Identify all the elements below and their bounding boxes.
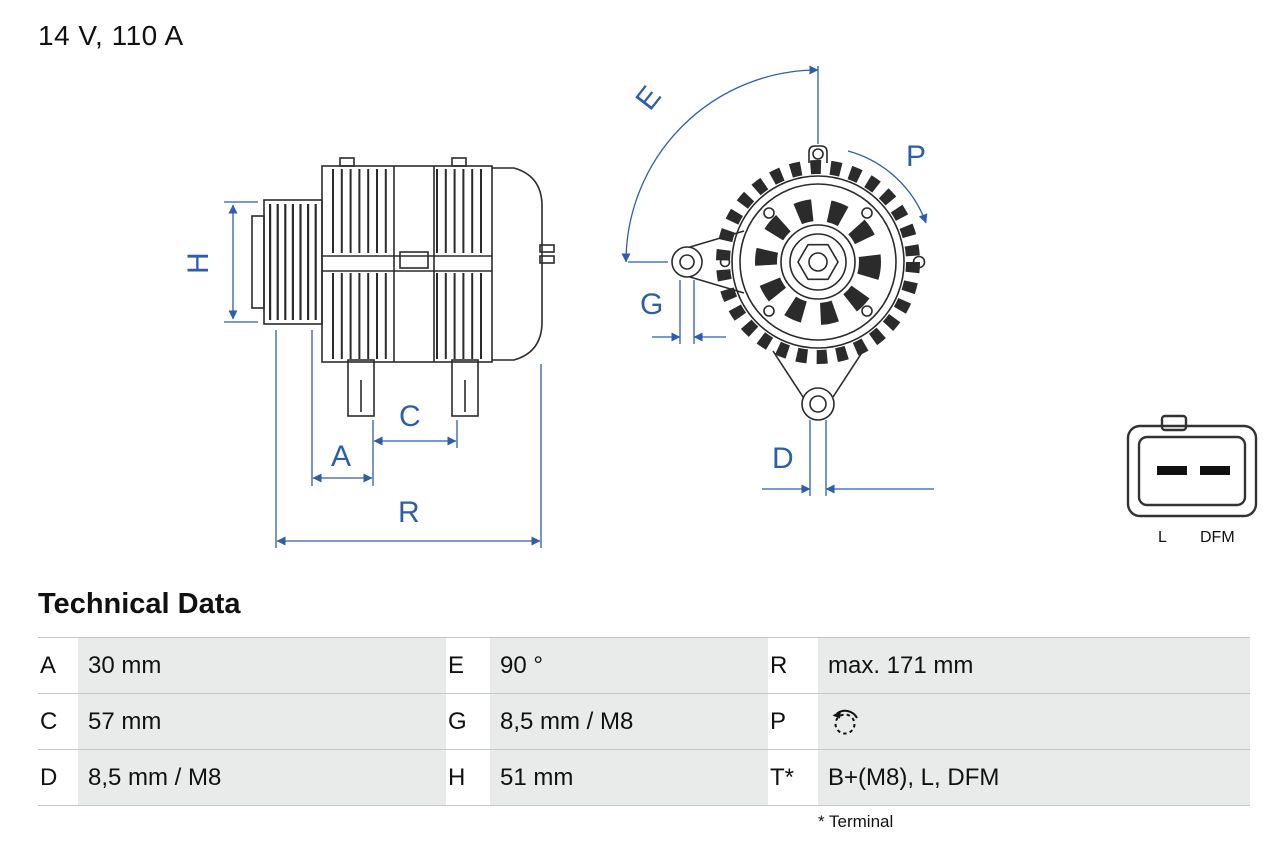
page-title: 14 V, 110 A: [38, 20, 184, 51]
param-key-r: R: [768, 638, 818, 693]
param-value-d: 8,5 mm / M8: [78, 750, 446, 805]
param-value-p: [818, 694, 1250, 749]
front-view-dim-labels: E G P D: [630, 80, 927, 475]
table-row: C 57 mm G 8,5 mm / M8 P: [38, 693, 1250, 749]
front-view-dimensions: [621, 65, 934, 496]
technical-data-section: Technical Data A 30 mm E 90 ° R max. 171…: [38, 588, 1250, 832]
table-row: A 30 mm E 90 ° R max. 171 mm: [38, 637, 1250, 693]
param-value-t: B+(M8), L, DFM: [818, 750, 1250, 805]
dim-label-h: H: [182, 252, 215, 274]
connector-plug-icon: [1126, 414, 1258, 518]
param-key-g: G: [446, 694, 490, 749]
technical-data-table: A 30 mm E 90 ° R max. 171 mm C 57 mm G 8…: [38, 637, 1250, 806]
param-value-c: 57 mm: [78, 694, 446, 749]
side-view-dim-labels: H A C R: [182, 252, 421, 529]
dim-label-d: D: [772, 442, 794, 475]
alternator-side-view: [251, 157, 555, 417]
connector-label-l: L: [1158, 529, 1167, 546]
param-value-r: max. 171 mm: [818, 638, 1250, 693]
param-key-t: T*: [768, 750, 818, 805]
dim-label-g: G: [640, 288, 663, 321]
dim-label-a: A: [331, 440, 351, 473]
param-key-d: D: [38, 750, 78, 805]
param-value-e: 90 °: [490, 638, 768, 693]
technical-data-heading: Technical Data: [38, 588, 241, 620]
dim-label-e: E: [630, 80, 668, 116]
terminal-footnote: * Terminal: [818, 812, 894, 831]
param-key-h: H: [446, 750, 490, 805]
param-key-e: E: [446, 638, 490, 693]
param-key-a: A: [38, 638, 78, 693]
side-view-dimensions: [224, 201, 542, 548]
param-value-g: 8,5 mm / M8: [490, 694, 768, 749]
dim-label-p: P: [906, 140, 926, 173]
dim-label-c: C: [399, 400, 421, 433]
param-value-h: 51 mm: [490, 750, 768, 805]
rotation-direction-icon: [832, 709, 858, 734]
technical-drawing: H A C R: [182, 65, 1258, 548]
param-value-a: 30 mm: [78, 638, 446, 693]
param-key-p: P: [768, 694, 818, 749]
table-row: D 8,5 mm / M8 H 51 mm T* B+(M8), L, DFM: [38, 749, 1250, 806]
connector-label-dfm: DFM: [1200, 529, 1235, 546]
dim-label-r: R: [398, 496, 420, 529]
connector-labels: L DFM: [1158, 529, 1235, 546]
alternator-front-view: [671, 145, 926, 421]
param-key-c: C: [38, 694, 78, 749]
